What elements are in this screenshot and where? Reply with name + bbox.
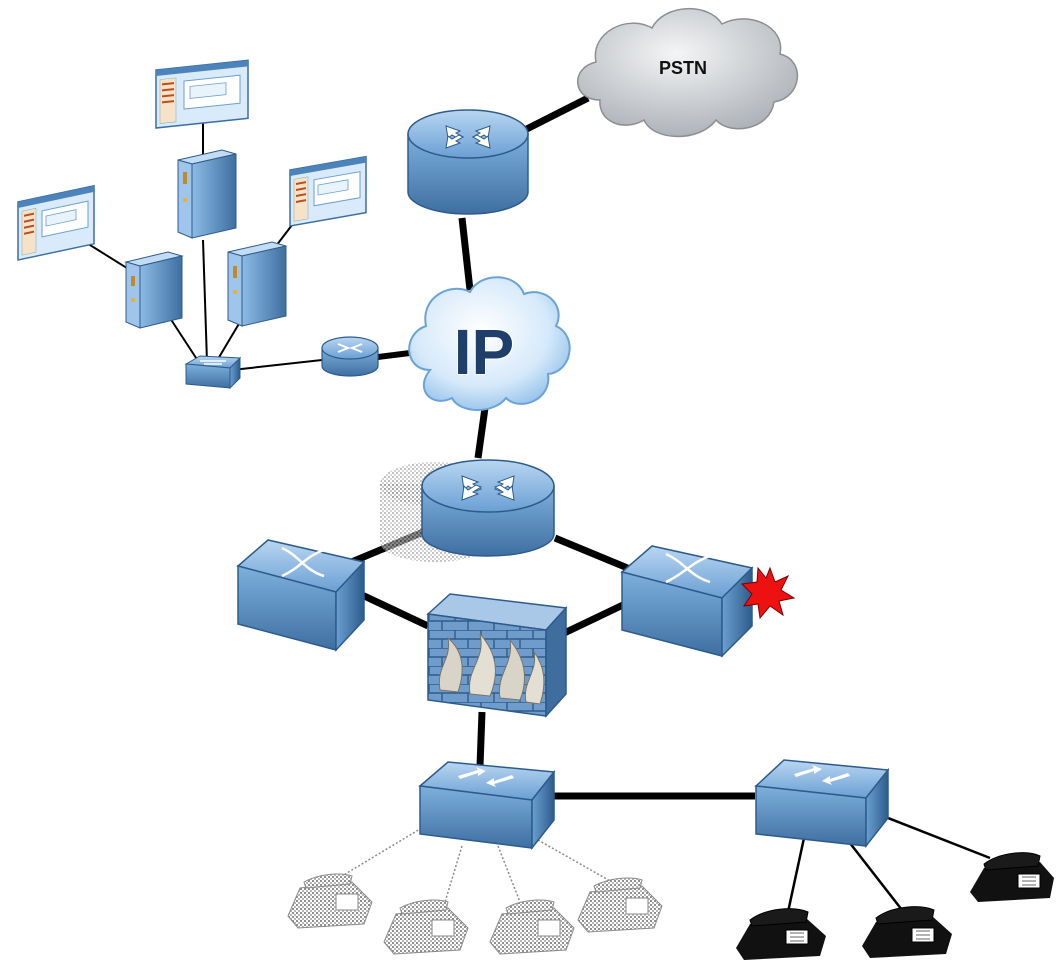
monitor-icon bbox=[289, 155, 367, 227]
ip-cloud-icon: IP bbox=[408, 276, 571, 411]
analog-phone-icon bbox=[970, 852, 1054, 902]
analog-phone-icon bbox=[862, 906, 952, 958]
access-switch-icon bbox=[754, 759, 890, 849]
analog-phone-icon bbox=[736, 908, 826, 960]
link-access-ipphone-1 bbox=[341, 825, 426, 877]
link-left-switch-firewall bbox=[358, 590, 430, 630]
ip-phone-icon bbox=[489, 899, 575, 955]
pstn-cloud-icon: PSTN bbox=[577, 8, 798, 138]
link-access-ipphone-4 bbox=[537, 839, 613, 883]
link-right-switch-phone-3 bbox=[887, 816, 991, 860]
distribution-router-icon bbox=[380, 459, 555, 562]
edge-router-icon bbox=[321, 336, 379, 377]
core-router-icon bbox=[407, 109, 529, 215]
server-icon bbox=[227, 241, 287, 327]
link-edge-router-l2switch bbox=[231, 359, 323, 371]
link-access-ipphone-3 bbox=[497, 845, 521, 903]
link-right-switch-phone-1 bbox=[786, 837, 806, 913]
link-l2switch-server-mid bbox=[202, 239, 208, 363]
ip-phone-icon bbox=[287, 873, 373, 929]
monitor-icon bbox=[155, 59, 249, 129]
ip-phone-icon bbox=[577, 877, 663, 933]
firewall-icon bbox=[426, 593, 568, 718]
link-firewall-access-switch bbox=[476, 711, 486, 767]
ip-phone-icon bbox=[383, 899, 469, 955]
voice-switch-icon bbox=[620, 545, 754, 658]
server-icon bbox=[177, 149, 237, 239]
ip-label: IP bbox=[454, 316, 514, 388]
server-icon bbox=[124, 251, 184, 329]
link-ip-cloud-distribution-router bbox=[474, 407, 489, 459]
layer2-switch-icon bbox=[184, 355, 242, 390]
link-right-switch-phone-2 bbox=[845, 837, 903, 911]
link-access-ipphone-2 bbox=[444, 845, 463, 903]
alarm-burst-icon bbox=[740, 566, 796, 620]
pstn-label: PSTN bbox=[659, 58, 707, 78]
voice-switch-icon bbox=[236, 539, 366, 652]
link-core-router-ip-cloud bbox=[458, 217, 474, 291]
monitor-icon bbox=[17, 184, 95, 261]
link-right-switch-firewall bbox=[556, 600, 627, 640]
link-l2switch-server-left bbox=[169, 317, 201, 365]
access-switch-icon bbox=[418, 761, 556, 851]
